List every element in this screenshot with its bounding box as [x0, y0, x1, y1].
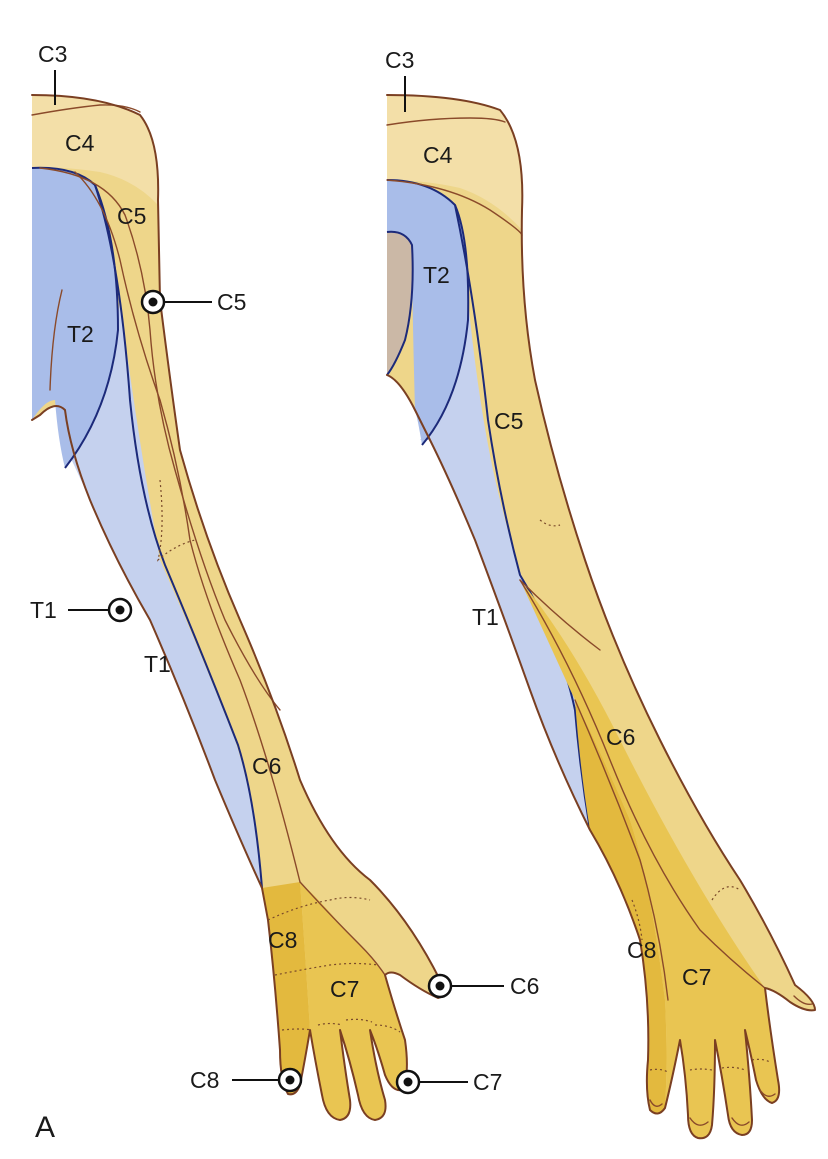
- right-finger-creases: [649, 1058, 771, 1073]
- left-c4-region: [32, 95, 159, 205]
- right-torso-region: [387, 231, 413, 375]
- right-label-c4: C4: [423, 142, 453, 168]
- right-c6-inner-border: [519, 579, 766, 989]
- right-arm: C3 C4 T2 C5 T1 C6 C8 C7: [385, 47, 816, 1140]
- test-point-c6-label: C6: [510, 973, 539, 999]
- bullseye-dot: [285, 1075, 295, 1085]
- test-point-c5: C5: [140, 289, 246, 315]
- left-c3-c4-border: [31, 104, 141, 116]
- left-wrist-crease: [267, 896, 371, 921]
- left-label-c3: C3: [38, 41, 67, 67]
- left-label-c6: C6: [252, 753, 281, 779]
- right-c7-region: [520, 580, 780, 1139]
- right-label-c8: C8: [627, 937, 656, 963]
- test-point-c8-label: C8: [190, 1067, 219, 1093]
- left-label-c7: C7: [330, 976, 359, 1002]
- left-t2-region: [32, 167, 118, 469]
- test-point-t1-label: T1: [30, 597, 57, 623]
- left-c5-c6-border: [39, 167, 281, 711]
- left-label-c8: C8: [268, 927, 297, 953]
- bullseye-dot: [148, 297, 158, 307]
- left-c6-c7-border: [299, 881, 386, 976]
- right-c8-region: [575, 700, 667, 1114]
- right-c3-c4-border: [386, 117, 506, 126]
- test-point-c6: C6: [427, 973, 539, 999]
- left-axilla-line: [49, 289, 63, 391]
- right-label-t2: T2: [423, 262, 450, 288]
- right-arm-outline: [386, 94, 816, 1140]
- right-label-c5: C5: [494, 408, 523, 434]
- right-arm-silhouette: [387, 95, 815, 1139]
- left-label-c5: C5: [117, 203, 146, 229]
- right-c4-c5-border: [386, 179, 523, 236]
- right-wrist-crease: [631, 899, 643, 941]
- bullseye-dot: [115, 605, 125, 615]
- right-c4-region: [387, 95, 523, 230]
- left-t1-boundary: [94, 184, 263, 889]
- left-c5-inner-border: [74, 171, 301, 883]
- right-t1-region: [420, 300, 590, 830]
- left-label-t2: T2: [67, 321, 94, 347]
- left-label-c4: C4: [65, 130, 95, 156]
- panel-letter: A: [35, 1111, 55, 1144]
- right-thumb-crease: [711, 886, 741, 901]
- right-elbow-crease: [539, 519, 561, 527]
- right-label-c7: C7: [682, 964, 711, 990]
- left-c8-region: [262, 882, 310, 1095]
- left-t1-region: [62, 300, 262, 888]
- left-c7-region: [300, 882, 407, 1120]
- right-t1-boundary: [454, 204, 591, 831]
- right-t2-region: [387, 180, 469, 445]
- left-palm-crease: [274, 962, 379, 976]
- left-elbow-crease: [156, 479, 196, 562]
- bullseye-dot: [435, 981, 445, 991]
- right-c5-c6-border: [519, 579, 601, 651]
- left-arm: C3 C4 C5 T2 T1 C6 C8 C7 C5 T1 C6: [30, 41, 539, 1121]
- test-point-c7-label: C7: [473, 1069, 502, 1095]
- right-label-c3: C3: [385, 47, 414, 73]
- left-label-t1: T1: [144, 651, 171, 677]
- right-c7-inner-border: [574, 699, 669, 1001]
- left-arm-silhouette: [32, 95, 445, 1120]
- left-finger-crease: [281, 1018, 401, 1033]
- right-nails: [649, 995, 813, 1126]
- test-point-t1: T1: [30, 597, 133, 623]
- bullseye-dot: [403, 1077, 413, 1087]
- left-arm-outline: [31, 94, 446, 1121]
- right-label-c6: C6: [606, 724, 635, 750]
- right-torso-boundary: [386, 230, 414, 376]
- test-point-c5-label: C5: [217, 289, 246, 315]
- test-point-c7: C7: [395, 1069, 502, 1095]
- right-label-t1: T1: [472, 604, 499, 630]
- test-point-c8: C8: [190, 1067, 303, 1093]
